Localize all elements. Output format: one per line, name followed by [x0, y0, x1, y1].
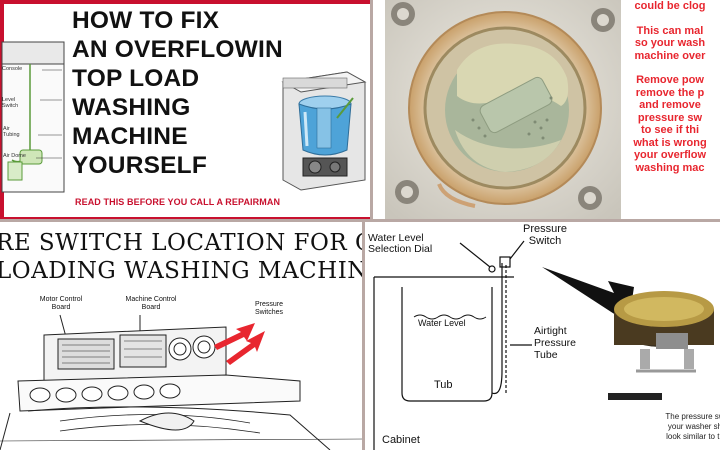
title-line: MACHINE	[72, 123, 188, 150]
washer-cutaway-illustration	[281, 71, 367, 191]
text-line	[620, 13, 720, 25]
text-line: to see if thi	[640, 124, 700, 136]
thumbnail-pressure-switch-diagram[interactable]: Water Level Selection Dial Pressure Swit…	[364, 221, 720, 450]
title-line: YOURSELF	[72, 152, 207, 179]
subtitle-read-before-repairman: READ THIS BEFORE YOU CALL A REPAIRMAN	[75, 197, 281, 207]
title-line: WASHING	[72, 94, 191, 121]
grid-divider-vertical	[370, 0, 373, 221]
thumbnail-how-to-fix[interactable]: Console Level Switch Air Tubing Air Dome…	[0, 0, 372, 221]
text-line: pressure sw	[637, 111, 703, 124]
clogged-filter-photo	[385, 0, 621, 221]
washer-console-diagram	[0, 314, 364, 450]
title-line: AN OVERFLOWIN	[72, 36, 283, 63]
caption-line: The pressure sw	[665, 412, 720, 421]
label-water-level-selection-dial: Water Level Selection Dial	[368, 232, 433, 255]
label-motor-control-board: Motor Control Board	[39, 296, 83, 311]
text-line: machine over	[634, 49, 706, 62]
text-line: what is wrong	[633, 136, 707, 149]
title-line: RE SWITCH LOCATION FOR C	[0, 230, 364, 256]
label-pressure-switches: Pressure Switches	[254, 301, 283, 316]
label-level-switch: Level Switch	[2, 97, 19, 109]
label-cabinet: Cabinet	[382, 434, 420, 446]
pressure-switch-schematic	[373, 240, 714, 450]
grid-divider-vertical	[362, 221, 365, 450]
instructions-text: could be clog This can mal so your wash …	[620, 0, 720, 174]
text-line: your overflow	[633, 149, 707, 161]
caption-line: your washer sh	[667, 422, 720, 431]
label-console: Console	[2, 66, 23, 72]
label-airtight-pressure-tube: Airtight Pressure Tube	[534, 325, 577, 361]
text-line: so your wash	[634, 37, 706, 49]
thumbnail-title: HOW TO FIX AN OVERFLOWIN TOP LOAD WASHIN…	[72, 6, 372, 180]
text-line	[620, 62, 720, 74]
text-line: remove the p	[635, 86, 705, 99]
text-line: and remove	[639, 99, 701, 111]
label-water-level: Water Level	[418, 318, 466, 328]
text-line: washing mac	[635, 161, 705, 174]
pressure-switch-caption: The pressure sw your washer sh look simi…	[650, 412, 720, 442]
title-line: HOW TO FIX	[72, 7, 220, 34]
label-tub: Tub	[434, 379, 453, 391]
caption-line: look similar to th	[666, 432, 720, 441]
thumbnail-switch-location[interactable]: RE SWITCH LOCATION FOR C LOADING WASHING…	[0, 221, 364, 450]
label-machine-control-board: Machine Control Board	[125, 296, 177, 311]
label-air-tubing: Air Tubing	[3, 126, 20, 138]
label-pressure-switch: Pressure Switch	[522, 223, 568, 247]
text-line: This can mal	[636, 24, 704, 37]
text-line: could be clog	[634, 0, 706, 12]
title-line: LOADING WASHING MACHIN	[0, 258, 364, 284]
title-line: TOP LOAD	[72, 65, 200, 92]
text-line: Remove pow	[636, 74, 704, 86]
thumbnail-clogged-filter[interactable]: could be clog This can mal so your wash …	[372, 0, 720, 221]
switch-location-title: RE SWITCH LOCATION FOR C LOADING WASHING…	[0, 229, 364, 285]
washer-diagram-illustration	[1, 41, 65, 193]
grid-divider-horizontal	[0, 219, 720, 222]
label-air-dome: Air Dome	[3, 153, 26, 159]
